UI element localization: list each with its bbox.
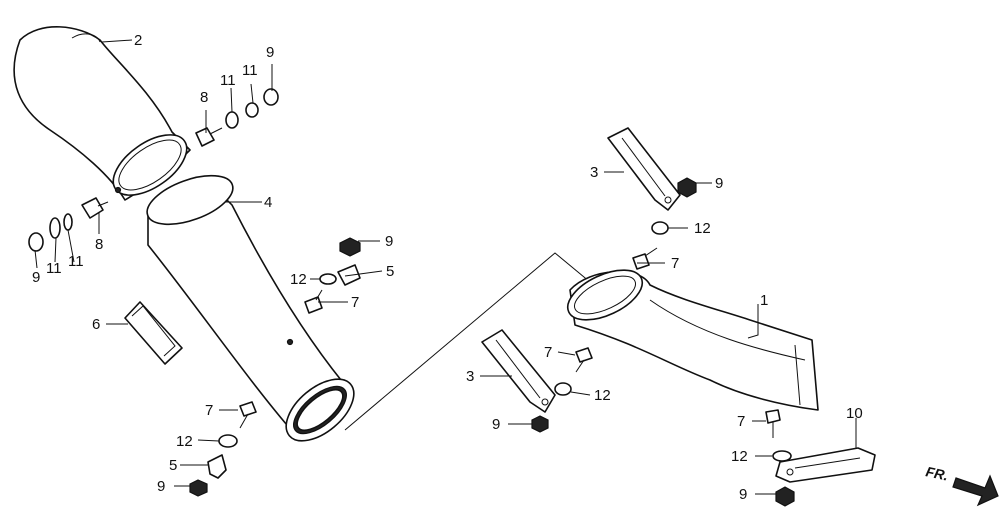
callout-part-8: 8 <box>95 236 103 253</box>
callout-part-10: 10 <box>846 405 863 422</box>
callout-part-1: 1 <box>760 292 768 309</box>
callout-part-11: 11 <box>46 260 62 277</box>
nut-part-9 <box>263 88 279 106</box>
upper-duct-part-2 <box>13 26 191 201</box>
callout-part-7: 7 <box>351 294 359 311</box>
front-direction-arrow-icon <box>952 474 999 507</box>
washer-part-12 <box>554 382 572 396</box>
callout-part-5: 5 <box>169 457 177 474</box>
lower-duct-part-1 <box>566 269 819 411</box>
bolt-part-7 <box>575 347 593 373</box>
callout-part-8: 8 <box>200 89 208 106</box>
washer-part-11 <box>225 111 239 129</box>
callout-part-9: 9 <box>715 175 723 192</box>
callout-part-12: 12 <box>594 387 611 404</box>
middle-duct-part-4 <box>146 174 355 442</box>
washer-part-11 <box>63 213 73 231</box>
callout-part-9: 9 <box>739 486 747 503</box>
callout-part-3: 3 <box>590 164 598 181</box>
callout-part-2: 2 <box>134 32 142 49</box>
strap-part-3 <box>481 329 556 413</box>
callout-part-4: 4 <box>264 194 272 211</box>
callout-part-7: 7 <box>671 255 679 272</box>
leader-lines <box>34 39 857 495</box>
callout-part-7: 7 <box>544 344 552 361</box>
washer-part-11 <box>245 102 259 118</box>
washer-part-12 <box>651 221 669 235</box>
bracket-part-5 <box>207 454 227 479</box>
callout-part-12: 12 <box>731 448 748 465</box>
bolt-part-7 <box>632 247 658 270</box>
callout-part-12: 12 <box>694 220 711 237</box>
nut-part-9 <box>531 415 549 433</box>
callout-part-7: 7 <box>205 402 213 419</box>
callout-part-9: 9 <box>492 416 500 433</box>
bolt-part-7 <box>304 289 323 314</box>
callout-part-11: 11 <box>242 62 258 79</box>
callout-part-9: 9 <box>266 44 274 61</box>
callout-part-11: 11 <box>68 253 84 270</box>
callout-part-12: 12 <box>176 433 193 450</box>
callout-part-6: 6 <box>92 316 100 333</box>
washer-part-11 <box>49 217 61 239</box>
callout-part-12: 12 <box>290 271 307 288</box>
upper-bolt-part-8 <box>195 127 223 147</box>
left-bolt-part-8 <box>81 197 109 219</box>
washer-part-12 <box>772 450 792 462</box>
callout-part-11: 11 <box>220 72 236 89</box>
connection-line <box>344 252 591 431</box>
bolt-part-7 <box>765 409 781 438</box>
callout-part-9: 9 <box>157 478 165 495</box>
callout-part-9: 9 <box>385 233 393 250</box>
callout-part-5: 5 <box>386 263 394 280</box>
washer-part-12 <box>218 434 238 448</box>
callout-part-7: 7 <box>737 413 745 430</box>
bolt-part-7 <box>239 401 257 429</box>
front-marker-label: FR. <box>924 463 949 483</box>
callout-part-9: 9 <box>32 269 40 286</box>
strap-part-10 <box>775 447 876 483</box>
nut-part-9 <box>28 232 44 252</box>
strap-part-3 <box>607 127 681 211</box>
nut-part-9 <box>189 479 208 497</box>
callout-part-3: 3 <box>466 368 474 385</box>
nut-part-9 <box>339 237 361 257</box>
nut-part-9 <box>677 177 697 198</box>
pad-part-6 <box>124 301 183 365</box>
nut-part-9 <box>775 486 795 507</box>
washer-part-12 <box>319 273 337 285</box>
